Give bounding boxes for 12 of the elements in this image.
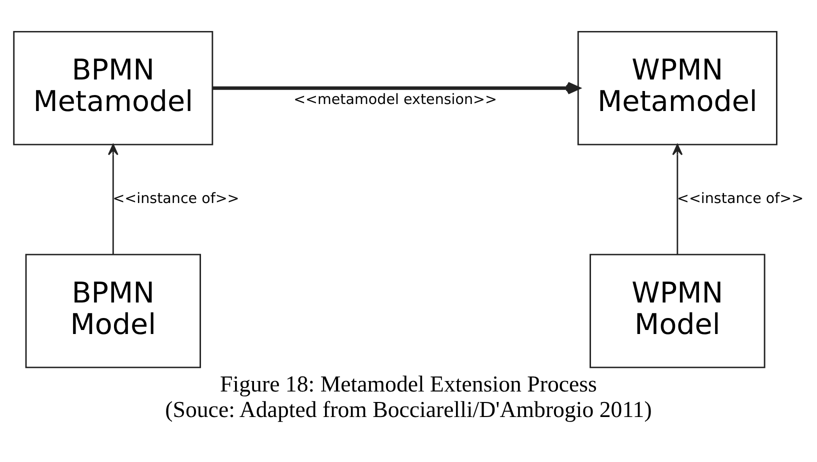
node-box: WPMN Model [590,254,766,368]
node-box: BPMN Model [25,254,201,368]
edge-label: <<instance of>> [677,191,804,208]
edge-label: <<metamodel extension>> [294,92,497,108]
caption: (Souce: Adapted from Bocciarelli/D'Ambrogio 2011) [165,397,652,422]
arrow [108,144,118,254]
diagram-title: Figure 18: Metamodel Extension Process [220,371,597,396]
node-box: WPMN Metamodel [577,31,778,146]
node-box: BPMN Metamodel [13,31,214,146]
arrow [212,82,580,94]
edge-label: <<instance of>> [112,191,240,208]
arrow [672,144,683,254]
